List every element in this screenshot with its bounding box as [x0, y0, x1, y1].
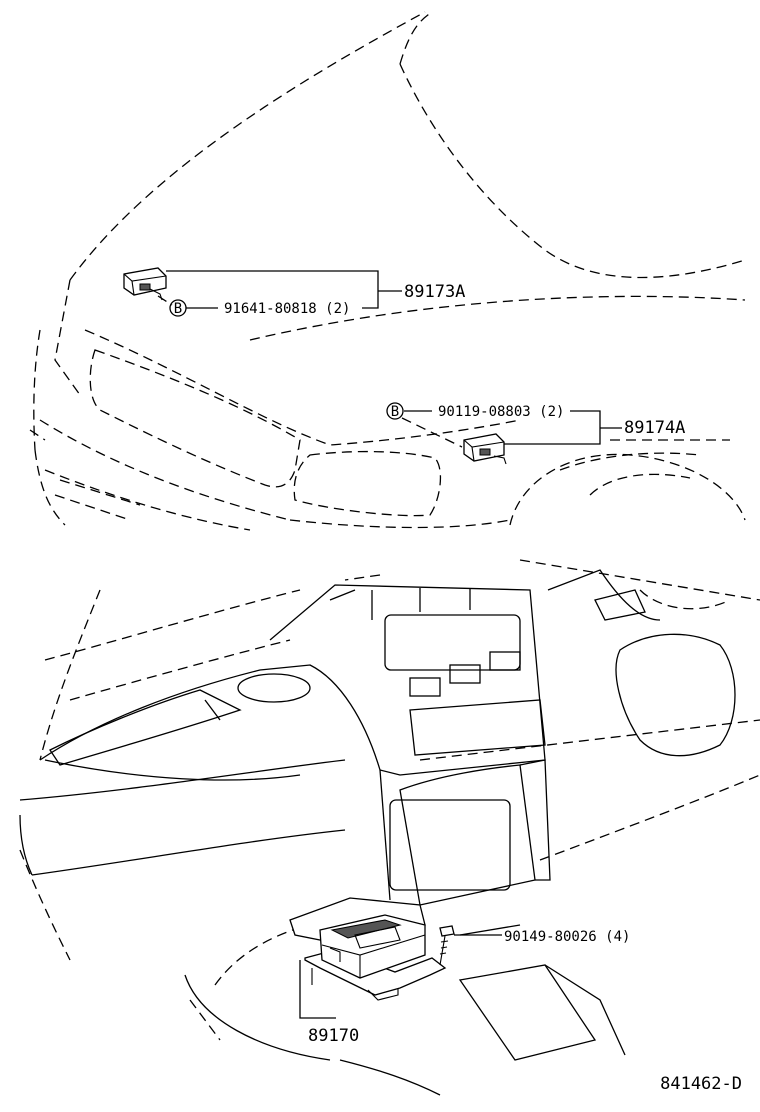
leader-89170	[299, 960, 336, 1019]
front-airbag-sensor-right-icon	[463, 433, 507, 465]
leader-dashed-left	[157, 295, 173, 306]
callout-sensor-left: 89173A	[404, 282, 465, 302]
instrument-panel-outline	[19, 559, 760, 1096]
callout-bolt-right: 90119-08803 (2)	[438, 404, 564, 420]
airbag-sensor-assembly-icon	[289, 897, 447, 1001]
bolt-marker-text: B	[174, 301, 182, 317]
bolt-symbol-left-icon: B	[169, 299, 187, 317]
bracket-89174A	[404, 410, 622, 445]
vehicle-front-outline	[29, 11, 746, 531]
callout-airbag-ecu: 89170	[308, 1026, 359, 1046]
callout-screw: 90149-80026 (4)	[504, 929, 630, 945]
leader-dashed-right	[401, 417, 463, 448]
callout-bolt-left: 91641-80818 (2)	[224, 301, 350, 317]
bolt-marker-text-right: B	[391, 404, 399, 420]
callout-sensor-right: 89174A	[624, 418, 685, 438]
bolt-symbol-right-icon: B	[386, 402, 404, 420]
screw-icon	[439, 925, 455, 966]
bracket-89173A	[166, 270, 402, 309]
diagram-id: 841462-D	[660, 1074, 742, 1094]
front-airbag-sensor-left-icon	[123, 267, 167, 301]
